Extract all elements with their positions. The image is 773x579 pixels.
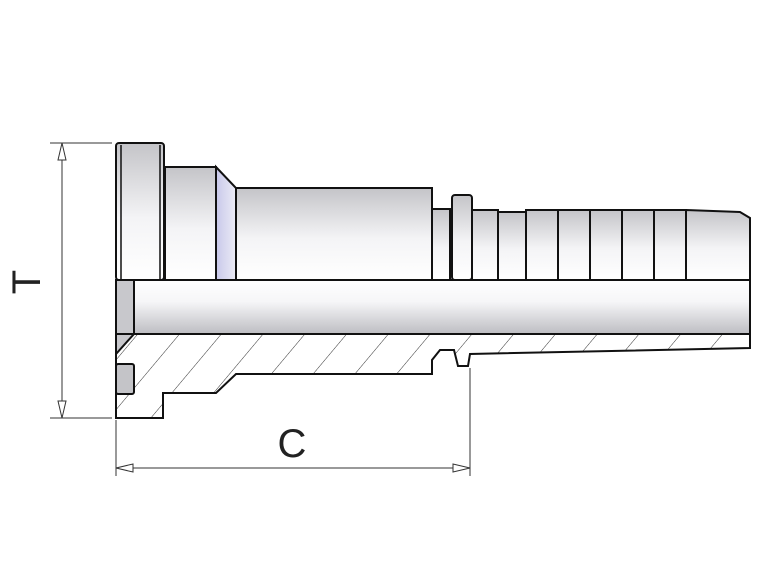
hatched-wall xyxy=(115,333,751,419)
dimension-T-label: T xyxy=(5,270,49,294)
dimension-C xyxy=(115,368,471,476)
fitting-section xyxy=(115,279,751,419)
collar xyxy=(164,166,217,281)
flange xyxy=(115,142,165,281)
bore xyxy=(115,279,751,335)
barbs xyxy=(471,208,751,281)
chamfer xyxy=(215,164,237,281)
body xyxy=(235,187,433,281)
retaining-ring xyxy=(451,194,473,281)
dimension-C-label: C xyxy=(278,422,307,466)
dimension-T xyxy=(50,142,112,419)
fitting-upper-half xyxy=(115,142,751,281)
